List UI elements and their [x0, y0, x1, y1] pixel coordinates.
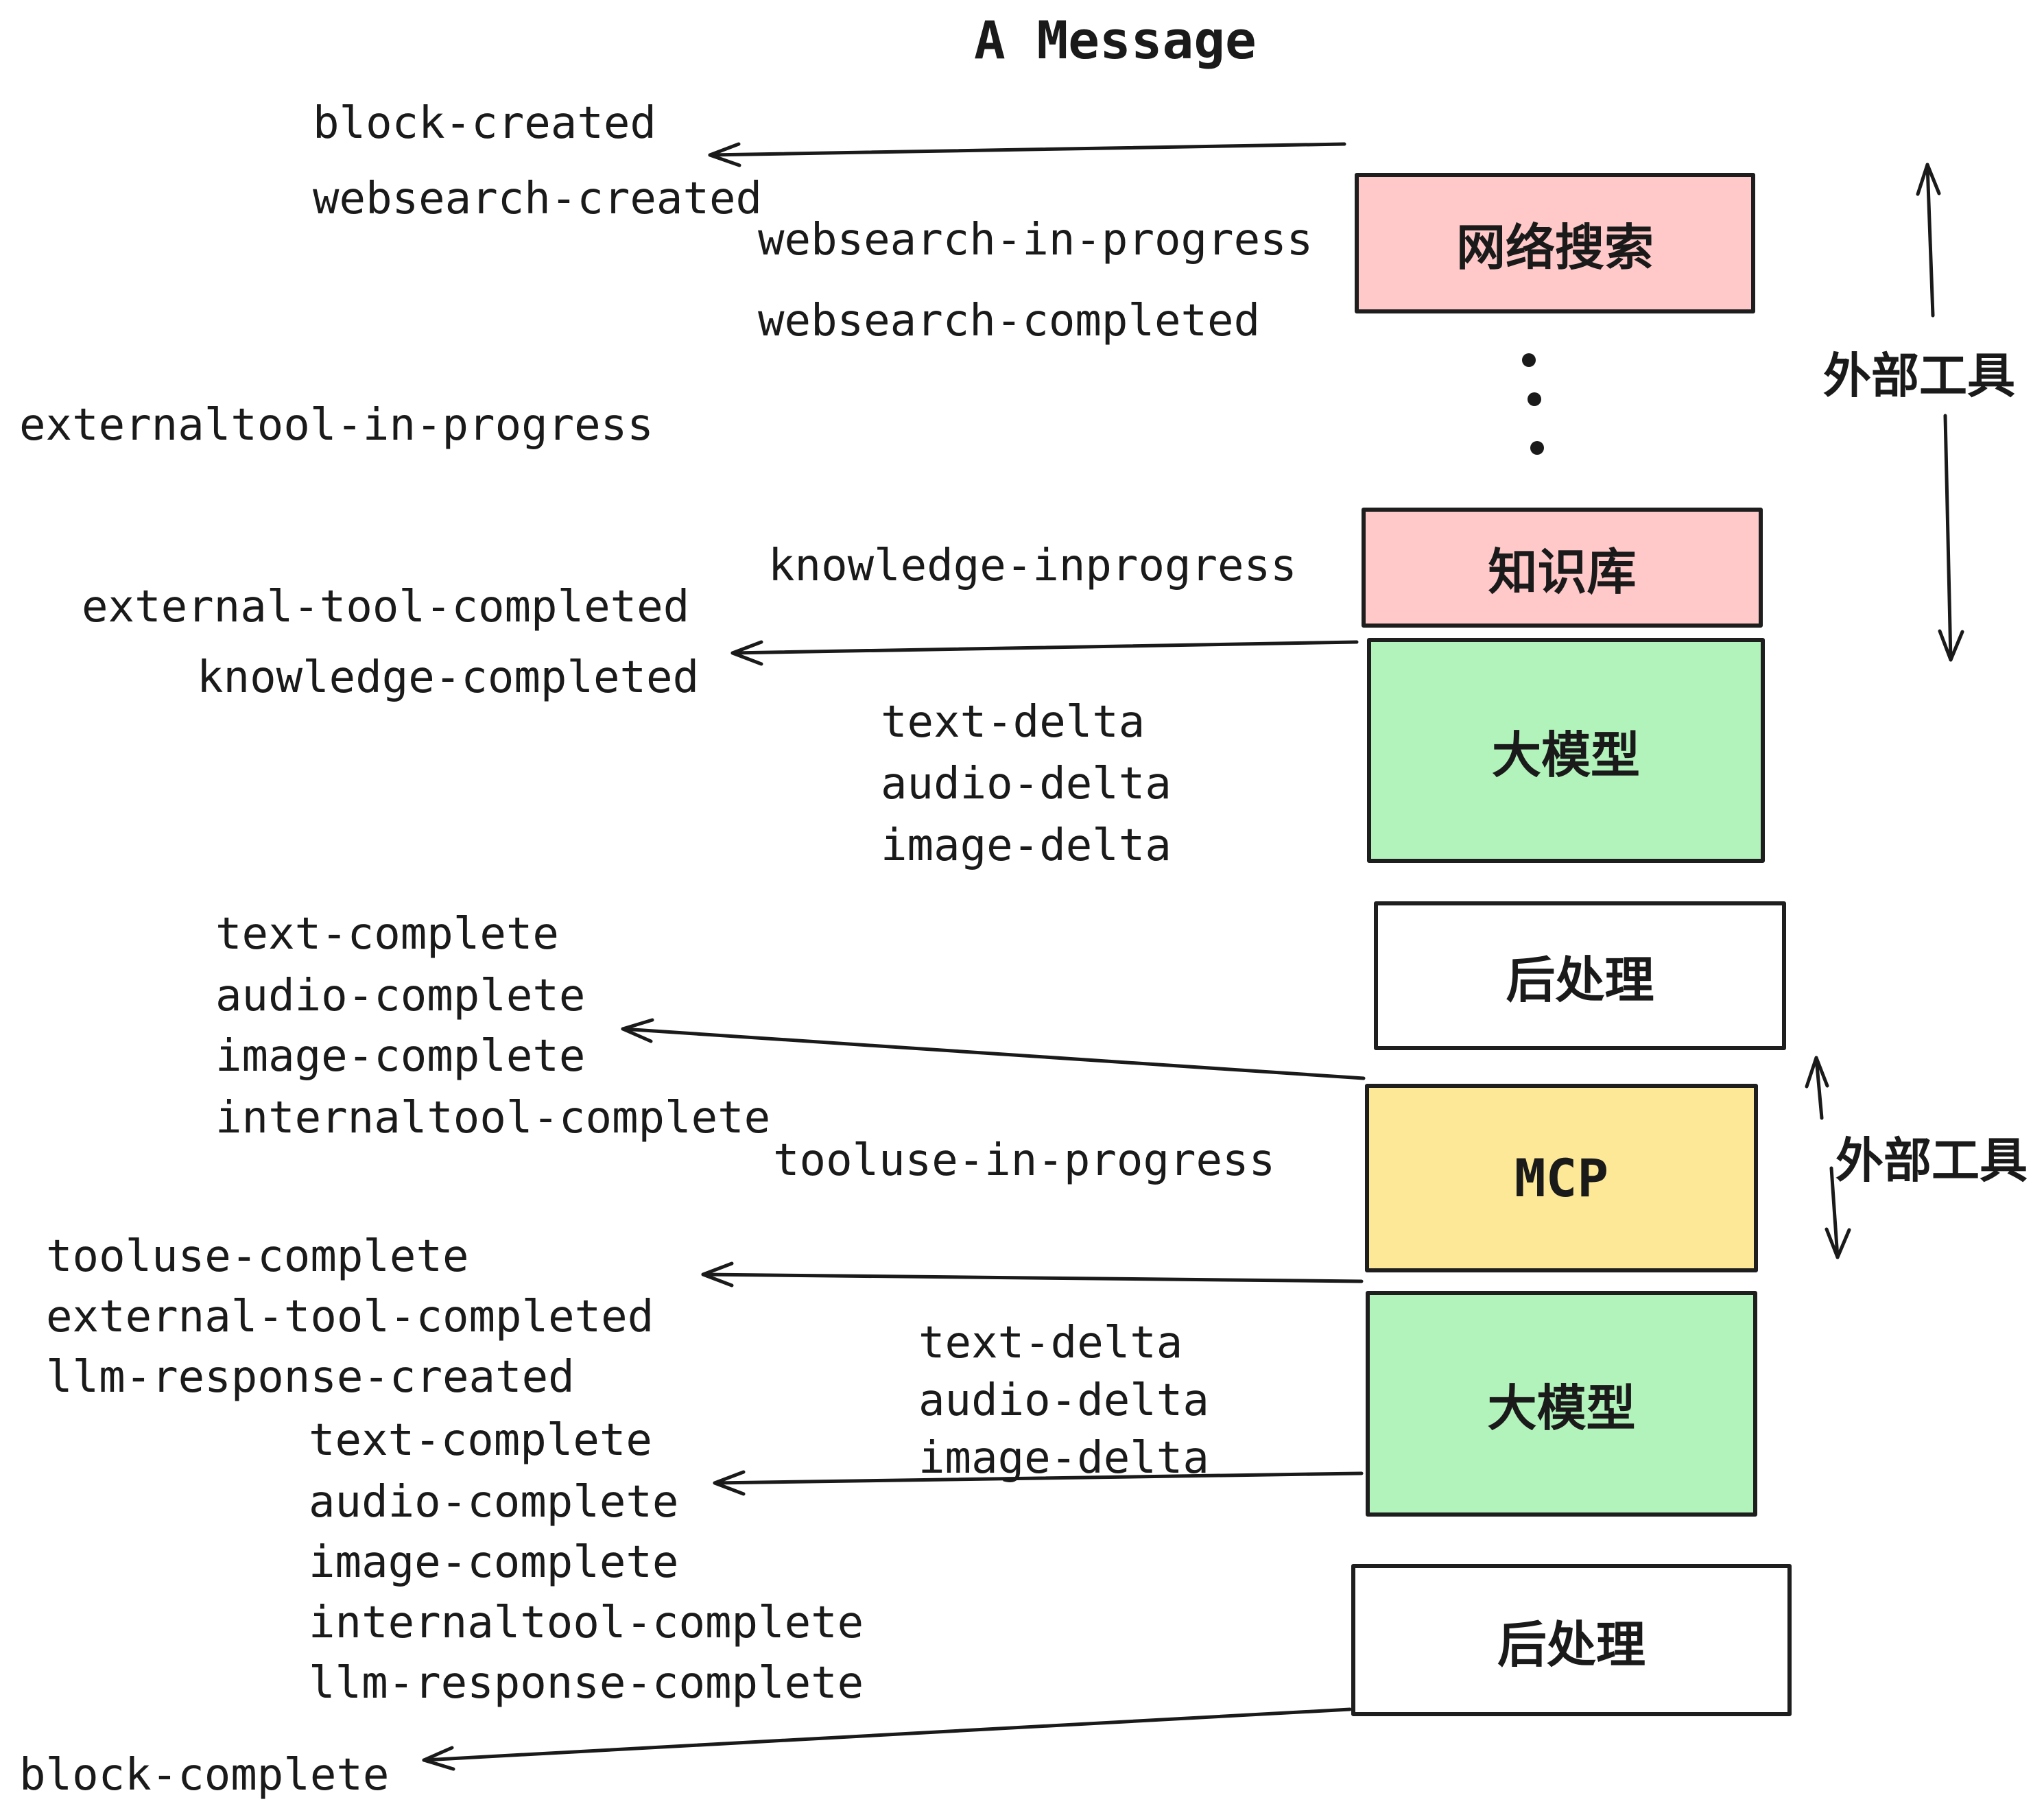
event-block-created: block-created: [313, 98, 656, 149]
mcp-box-label: MCP: [1514, 1148, 1609, 1209]
event-image-delta: image-delta: [881, 820, 1172, 871]
event-llm-response-created: llm-response-created: [46, 1352, 575, 1403]
event-text-delta-2: text-delta: [918, 1318, 1183, 1368]
vertical-ellipsis: [1522, 353, 1544, 455]
external-tools-down-arrow: [1938, 414, 1964, 662]
websearch-box-label: 网络搜索: [1455, 219, 1654, 276]
event-image-complete-2: image-complete: [309, 1537, 679, 1588]
event-websearch-completed: websearch-completed: [758, 296, 1261, 346]
event-block-complete: block-complete: [19, 1750, 390, 1801]
postprocess-box-2[interactable]: 后处理: [1351, 1564, 1792, 1716]
external-tools-label-bottom: 外部工具: [1835, 1132, 2028, 1189]
event-external-tool-completed: external-tool-completed: [82, 582, 690, 632]
llm-box-1-label: 大模型: [1491, 726, 1640, 784]
arrow-to-image-complete: [621, 1018, 1366, 1080]
knowledge-box[interactable]: 知识库: [1362, 508, 1763, 628]
mcp-box[interactable]: MCP: [1365, 1084, 1758, 1272]
llm-box-1[interactable]: 大模型: [1367, 638, 1765, 863]
postprocess-box-1-label: 后处理: [1506, 951, 1654, 1009]
event-image-complete: image-complete: [215, 1031, 586, 1082]
event-externaltool-in-progress: externaltool-in-progress: [19, 400, 654, 451]
event-audio-delta: audio-delta: [881, 759, 1172, 809]
event-knowledge-inprogress: knowledge-inprogress: [768, 541, 1297, 591]
arrow-to-tooluse-complete: [701, 1261, 1364, 1287]
event-tooluse-in-progress: tooluse-in-progress: [773, 1135, 1276, 1186]
diagram-title: A Message: [974, 10, 1257, 71]
event-websearch-in-progress: websearch-in-progress: [758, 215, 1314, 265]
llm-box-2[interactable]: 大模型: [1366, 1291, 1757, 1517]
external-tools-label-top: 外部工具: [1823, 348, 2015, 404]
arrow-to-knowledge-completed: [730, 640, 1359, 666]
event-external-tool-completed-2: external-tool-completed: [46, 1292, 654, 1342]
event-audio-complete: audio-complete: [215, 971, 586, 1021]
arrow-to-block-complete: [422, 1707, 1352, 1771]
event-tooluse-complete: tooluse-complete: [46, 1231, 469, 1282]
event-text-delta: text-delta: [881, 697, 1145, 748]
postprocess-box-1[interactable]: 后处理: [1374, 901, 1786, 1050]
websearch-box[interactable]: 网络搜索: [1355, 173, 1755, 313]
external-tools-up-arrow: [1916, 163, 1941, 318]
event-websearch-created: websearch-created: [313, 174, 763, 224]
event-llm-response-complete: llm-response-complete: [309, 1658, 864, 1709]
event-text-complete-2: text-complete: [309, 1415, 652, 1466]
event-internaltool-complete: internaltool-complete: [215, 1093, 771, 1143]
event-internaltool-complete-2: internaltool-complete: [309, 1598, 864, 1648]
external-tools-up-arrow-2: [1805, 1056, 1829, 1120]
knowledge-box-label: 知识库: [1488, 543, 1637, 601]
event-image-delta-2: image-delta: [918, 1433, 1209, 1484]
event-audio-complete-2: audio-complete: [309, 1477, 679, 1528]
postprocess-box-2-label: 后处理: [1497, 1615, 1645, 1674]
arrow-to-block-created: [708, 142, 1346, 167]
llm-box-2-label: 大模型: [1487, 1379, 1636, 1437]
event-audio-delta-2: audio-delta: [918, 1375, 1209, 1426]
event-knowledge-completed: knowledge-completed: [197, 652, 700, 703]
event-text-complete: text-complete: [215, 909, 559, 960]
